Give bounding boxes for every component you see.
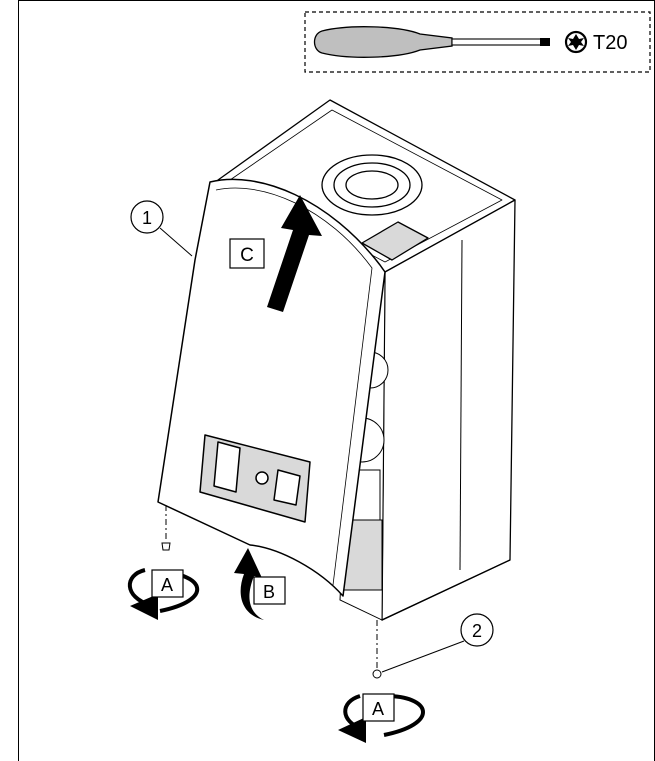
step-label-a-right: A: [362, 693, 395, 722]
arrow-unscrew-right: [338, 694, 425, 743]
callout-2: 2: [381, 613, 494, 673]
callout-1: 1: [130, 200, 193, 257]
step-label-c: C: [229, 238, 265, 269]
callout-2-label: 2: [472, 621, 482, 641]
step-b-text: B: [263, 582, 275, 602]
callout-1-label: 1: [142, 208, 152, 228]
step-a-left-text: A: [161, 575, 173, 595]
step-c-text: C: [240, 245, 254, 266]
torx-bit-icon: [564, 30, 588, 54]
screw-left: [161, 505, 171, 551]
step-label-a-left: A: [151, 569, 184, 598]
screw-right: [372, 620, 382, 679]
tool-bit-label: T20: [593, 32, 627, 54]
torx-screwdriver-icon: [313, 26, 550, 58]
arrow-lift-up: [267, 195, 322, 312]
arrow-tilt-forward: [234, 548, 264, 620]
boiler-casing: [217, 99, 516, 621]
step-label-b: B: [253, 576, 286, 605]
tool-legend: T20: [304, 11, 651, 73]
front-cover: [157, 178, 386, 597]
step-a-right-text: A: [372, 699, 384, 719]
